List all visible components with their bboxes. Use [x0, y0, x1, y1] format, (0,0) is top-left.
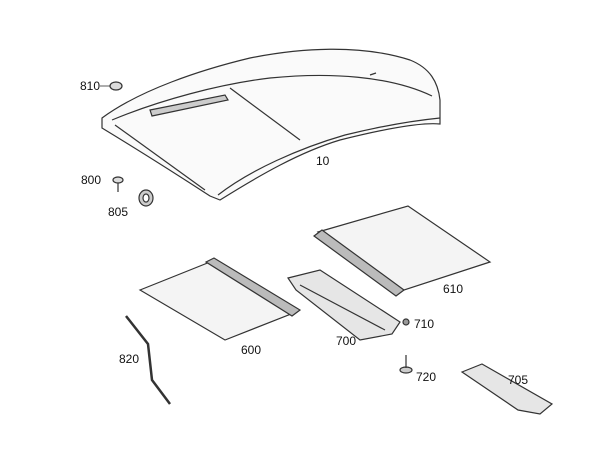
label-720: 720: [416, 370, 437, 384]
sunshade-610: [312, 205, 492, 297]
label-600: 600: [241, 343, 262, 357]
label-710: 710: [414, 317, 435, 331]
label-10: 10: [316, 154, 330, 168]
label-705: 705: [508, 373, 529, 387]
rod-820: [125, 315, 171, 405]
nut-710: [402, 318, 410, 326]
roof-panel: [101, 48, 441, 201]
label-810: 810: [80, 79, 101, 93]
bracket-705: [460, 363, 554, 415]
screw-800: [112, 176, 124, 192]
grommet-805: [138, 189, 154, 207]
label-805: 805: [108, 205, 129, 219]
clip-810: [100, 81, 123, 91]
label-820: 820: [119, 352, 140, 366]
screw-720: [399, 355, 413, 374]
label-800: 800: [81, 173, 102, 187]
label-610: 610: [443, 282, 464, 296]
label-700: 700: [336, 334, 357, 348]
sunshade-600: [138, 257, 302, 341]
bracket-700: [287, 269, 401, 341]
